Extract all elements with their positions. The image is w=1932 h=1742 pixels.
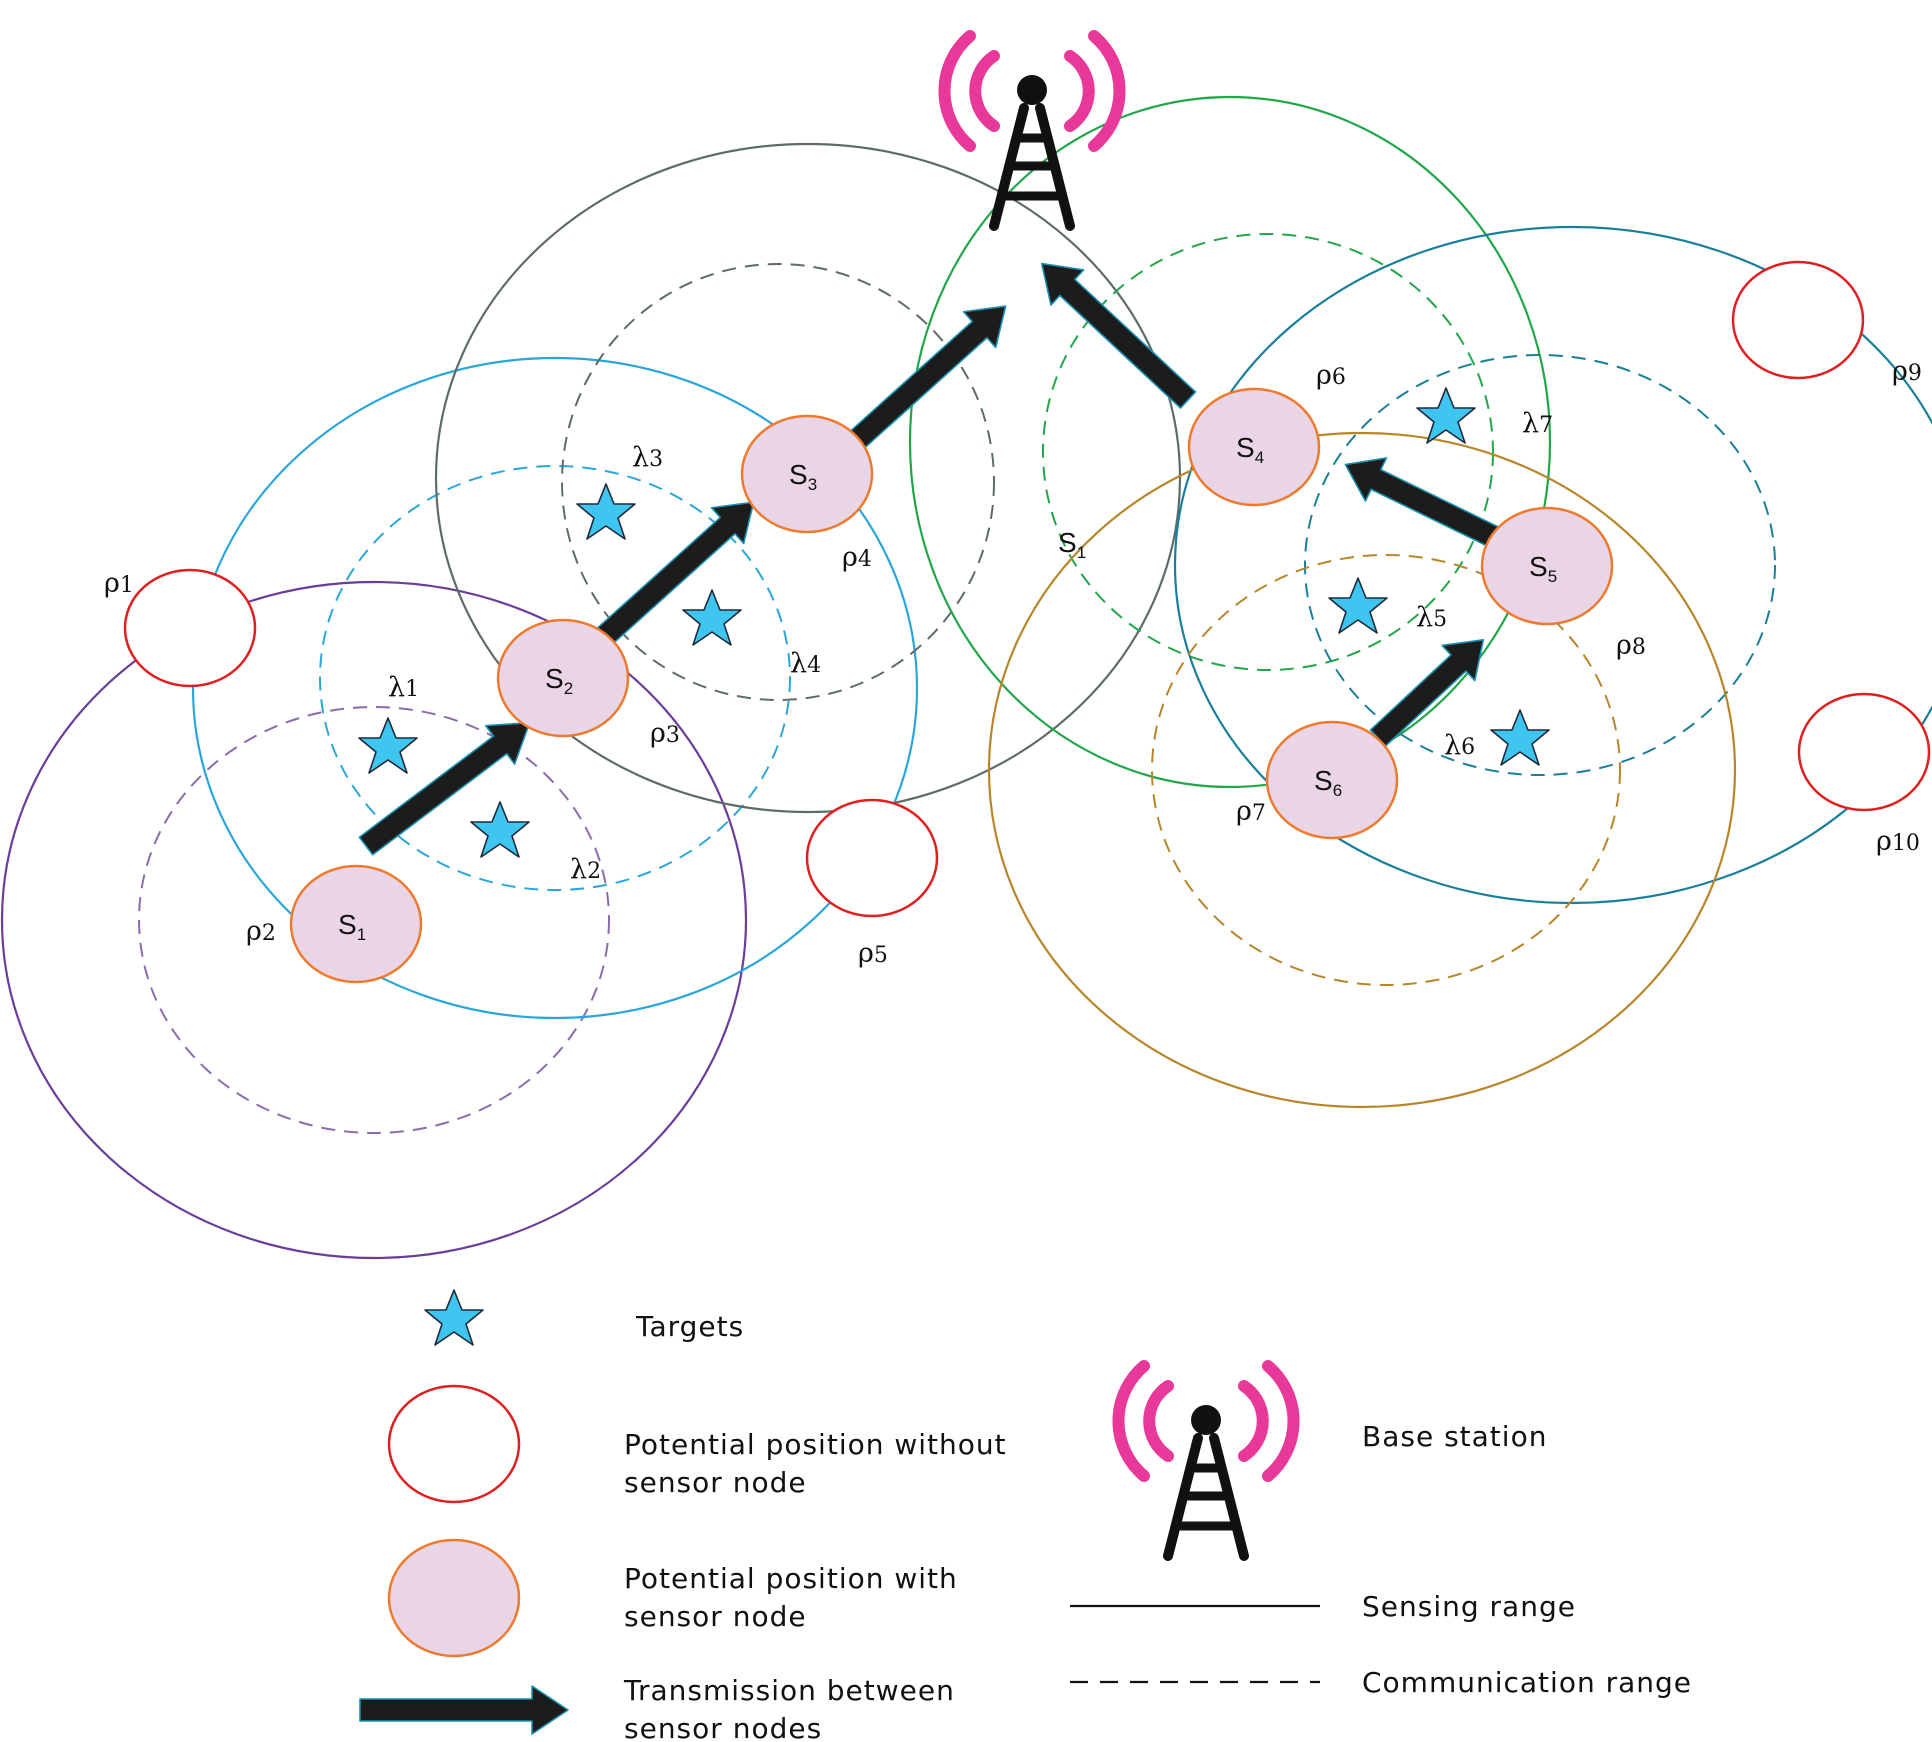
position-label-p7: ρ7 (1236, 796, 1266, 827)
sensing-range-s1 (0, 580, 748, 1260)
legend-sensor-position-icon (387, 1538, 521, 1658)
legend-sensor-position-label-1: Potential position with (624, 1562, 958, 1595)
position-label-p5: ρ5 (858, 938, 888, 969)
sensor-label-s2: S2 (545, 663, 573, 698)
sensor-node-s6 (1265, 720, 1399, 840)
sensor-node-s5 (1480, 506, 1614, 626)
transmission-arrow-s2-s3 (596, 501, 755, 645)
target-star-l6 (1490, 709, 1550, 766)
position-label-p9: ρ9 (1892, 356, 1922, 387)
position-label-p1: ρ1 (104, 568, 134, 599)
sensing-range-s4 (908, 95, 1552, 789)
legend-targets-label: Targets (635, 1310, 744, 1343)
legend-empty-position-icon (387, 1384, 521, 1504)
transmission-arrow-s4-base (1040, 262, 1197, 409)
legend-empty-position-label-2: sensor node (624, 1466, 807, 1499)
position-label-p8: ρ8 (1616, 630, 1646, 661)
position-label-p4: ρ4 (842, 542, 872, 573)
legend-sensing-range-label: Sensing range (1362, 1590, 1576, 1623)
communication-range-s6 (1151, 554, 1621, 986)
sensing-range-s2 (191, 356, 919, 1020)
target-star-l2 (470, 801, 530, 858)
legend: Targets Potential position without senso… (359, 1289, 1692, 1742)
sensor-node-s2 (496, 618, 630, 738)
legend-base-station-icon (1118, 1366, 1293, 1556)
position-label-p2: ρ2 (246, 916, 276, 947)
target-label-l5: λ5 (1416, 602, 1447, 633)
transmission-arrow-s3-base (848, 305, 1007, 449)
target-label-l6: λ6 (1444, 730, 1475, 761)
communication-range-s4 (1042, 233, 1494, 671)
sensor-node-s3 (740, 414, 874, 534)
target-label-l2: λ2 (570, 854, 601, 885)
legend-transmission-label-2: sensor nodes (624, 1712, 822, 1742)
position-label-p10: ρ10 (1876, 826, 1920, 857)
target-label-l3: λ3 (632, 442, 663, 473)
target-star-l7 (1416, 387, 1476, 444)
communication-range-s3 (561, 263, 995, 701)
sensor-node-s4 (1187, 387, 1321, 507)
legend-transmission-arrow-icon (359, 1685, 569, 1735)
target-star-l5 (1328, 577, 1388, 634)
legend-base-station-label: Base station (1362, 1420, 1547, 1453)
target-star-l4 (682, 589, 742, 646)
empty-position-p10 (1797, 692, 1931, 812)
transmission-arrow-s6-s5 (1369, 638, 1485, 747)
legend-sensor-position-label-2: sensor node (624, 1600, 807, 1633)
sensor-label-s4: S4 (1236, 432, 1264, 467)
target-star-l3 (576, 483, 636, 540)
transmission-arrow-s5-s4 (1344, 457, 1506, 551)
sensor-label-s6: S6 (1314, 765, 1342, 800)
communication-range-s5 (1304, 354, 1776, 776)
empty-position-p9 (1731, 260, 1865, 380)
legend-transmission-label-1: Transmission between (623, 1674, 955, 1707)
position-label-p3: ρ3 (650, 718, 680, 749)
empty-position-p5 (805, 798, 939, 918)
communication-range-s2 (319, 465, 791, 891)
sensor-label-s3: S3 (789, 459, 817, 494)
legend-target-star-icon (424, 1289, 484, 1346)
sensing-range-s5 (1174, 226, 1932, 904)
legend-empty-position-label-1: Potential position without (624, 1428, 1007, 1461)
sensor-label-s1: S1 (338, 909, 366, 944)
target-label-l7: λ7 (1522, 408, 1553, 439)
sensor-label-s5: S5 (1529, 551, 1557, 586)
position-label-p6: ρ6 (1316, 360, 1346, 391)
sensing-range-s6 (987, 431, 1737, 1109)
sensor-node-s1 (289, 864, 423, 984)
target-star-l1 (358, 717, 418, 774)
stray-label-s1: S1 (1058, 527, 1086, 562)
communication-range-s1 (138, 706, 610, 1134)
transmission-arrow-s1-s2 (358, 721, 531, 856)
sensing-range-s3 (434, 142, 1182, 814)
empty-position-p1 (123, 568, 257, 688)
target-label-l1: λ1 (388, 672, 419, 703)
legend-communication-range-label: Communication range (1362, 1666, 1692, 1699)
target-label-l4: λ4 (790, 648, 821, 679)
